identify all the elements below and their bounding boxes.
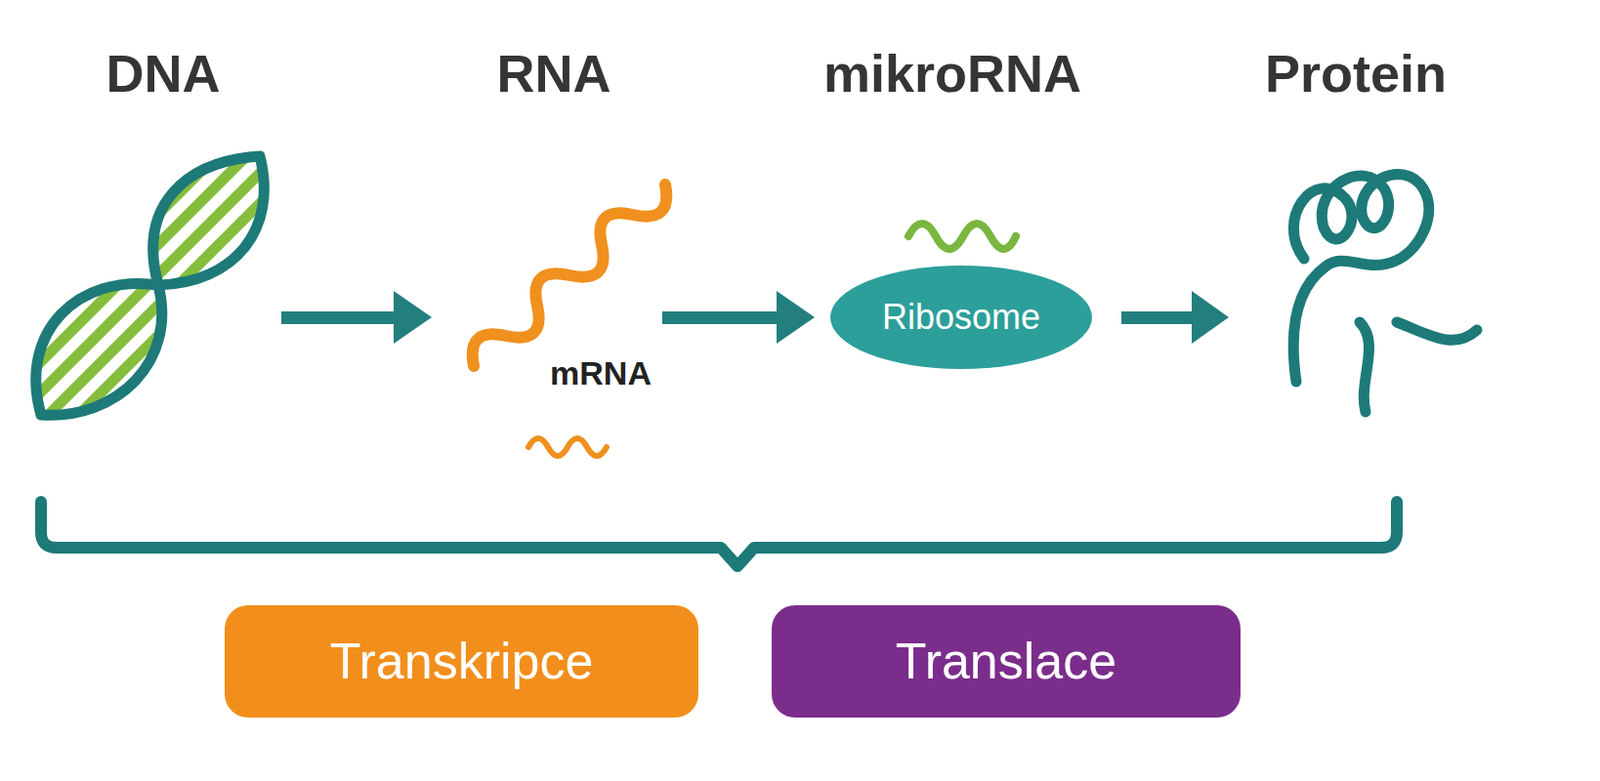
protein-fold [1293, 174, 1477, 413]
microrna-squiggle [908, 223, 1016, 250]
column-heading: Protein [1264, 42, 1447, 104]
bracket [41, 502, 1397, 567]
node-text: Ribosome [882, 296, 1041, 337]
column-heading: DNA [106, 42, 221, 104]
node-text: Translace [895, 632, 1117, 692]
process-box: Transkripce [224, 605, 699, 718]
ribosome-ellipse: Ribosome [830, 265, 1093, 370]
mrna-strand [472, 184, 668, 367]
process-box: Translace [771, 605, 1241, 718]
column-heading: RNA [497, 42, 612, 104]
small-rna-squiggle [528, 438, 607, 457]
dna-helix [36, 156, 265, 416]
node-text: Transkripce [330, 632, 594, 692]
column-heading: mikroRNA [823, 42, 1082, 104]
part-label: mRNA [549, 354, 652, 393]
